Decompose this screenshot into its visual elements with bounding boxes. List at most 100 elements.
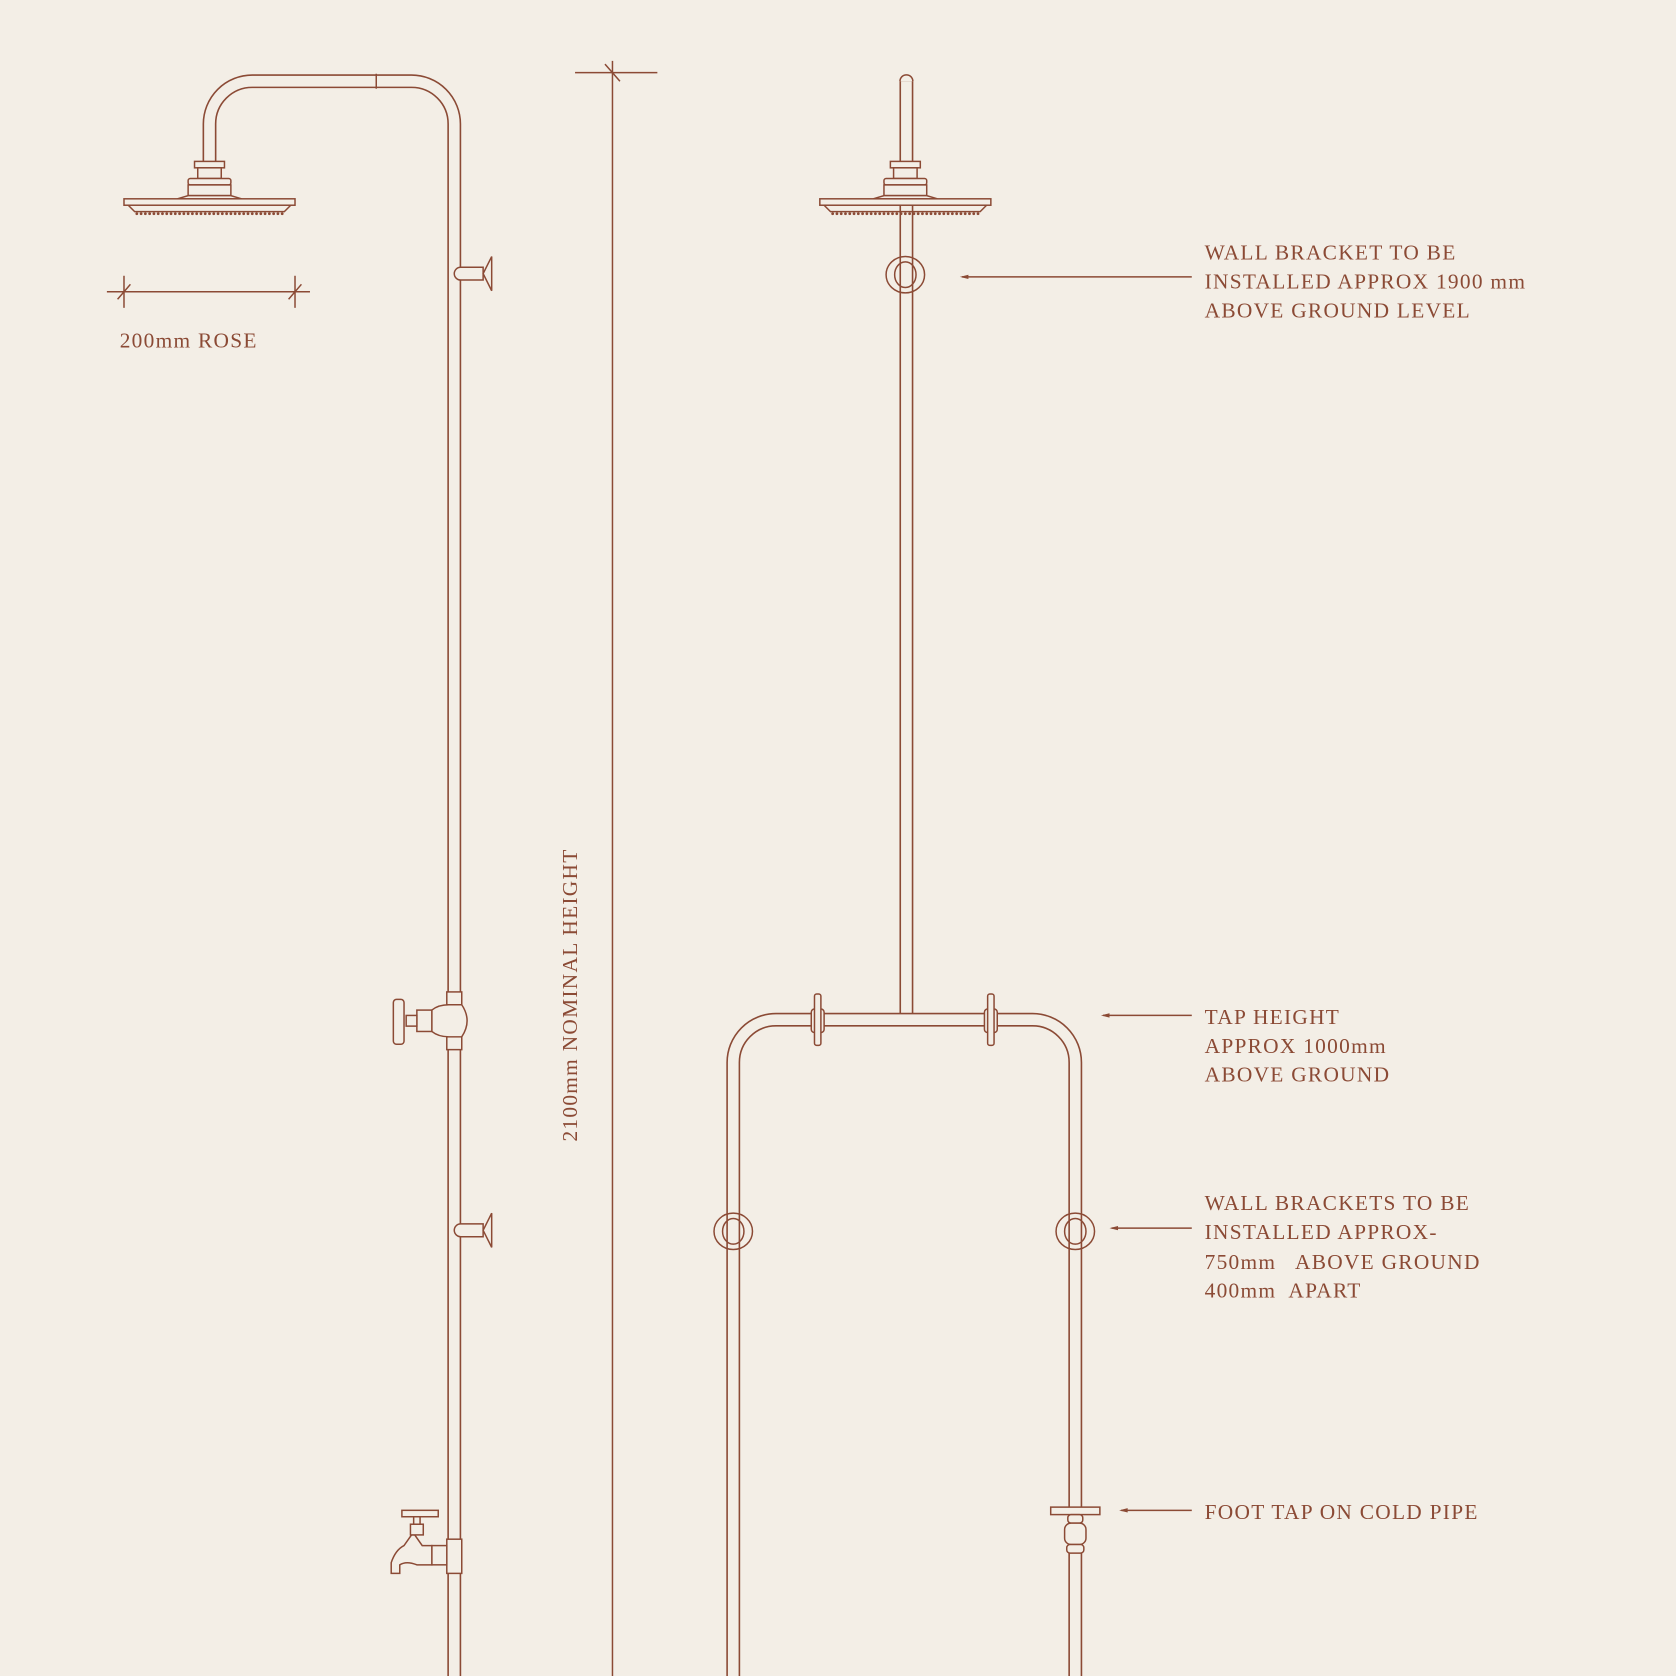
wall-bracket — [453, 1212, 493, 1248]
spray-nozzle — [173, 212, 177, 216]
spray-nozzle — [229, 212, 233, 216]
spray-nozzle — [861, 212, 864, 216]
bib-tap — [390, 1509, 463, 1575]
spray-nozzle — [148, 212, 152, 216]
spray-nozzle — [280, 212, 284, 216]
riser-pipe — [202, 74, 462, 1676]
spray-nozzle — [178, 212, 181, 216]
wall-bracket-top-note: WALL BRACKET TO BE INSTALLED APPROX 1900… — [1205, 241, 1527, 323]
spray-nozzle — [839, 212, 843, 216]
spray-nozzle — [152, 212, 156, 216]
spray-nozzle — [869, 212, 873, 216]
spray-nozzle — [238, 212, 241, 216]
spray-nozzle — [255, 212, 258, 216]
spray-nozzle — [199, 212, 203, 216]
svg-text:ABOVE GROUND LEVEL: ABOVE GROUND LEVEL — [1205, 298, 1471, 322]
spray-nozzle — [848, 212, 852, 216]
spray-nozzle — [191, 212, 194, 216]
svg-text:400mm APART: 400mm APART — [1205, 1279, 1362, 1303]
spray-nozzle — [195, 212, 199, 216]
spray-nozzle — [959, 212, 963, 216]
svg-text:WALL BRACKET TO BE: WALL BRACKET TO BE — [1205, 241, 1457, 265]
spray-nozzle — [246, 212, 250, 216]
spray-nozzle — [856, 212, 860, 216]
spray-nozzle — [891, 212, 894, 216]
side-elevation: 200mm ROSE — [106, 73, 493, 1676]
spray-nozzle — [212, 212, 216, 216]
notes: WALL BRACKET TO BE INSTALLED APPROX 1900… — [959, 241, 1527, 1524]
ring-bracket — [713, 1212, 754, 1251]
shower-rose — [123, 160, 296, 216]
spray-nozzle — [874, 212, 877, 216]
height-dimension: 2100mm NOMINAL HEIGHT — [558, 60, 658, 1676]
svg-text:TAP HEIGHT: TAP HEIGHT — [1205, 1005, 1341, 1029]
spray-nozzle — [908, 212, 912, 216]
spray-nozzle — [161, 212, 164, 216]
spray-nozzle — [895, 212, 899, 216]
spray-nozzle — [921, 212, 924, 216]
wall-brackets-low-note: WALL BRACKETS TO BE INSTALLED APPROX- 75… — [1205, 1191, 1481, 1303]
spray-nozzle — [182, 212, 186, 216]
hot-valve — [810, 993, 825, 1047]
spray-nozzle — [267, 212, 271, 216]
ring-bracket — [1055, 1212, 1096, 1251]
svg-text:750mm ABOVE GROUND: 750mm ABOVE GROUND — [1205, 1250, 1481, 1274]
rose-label: 200mm ROSE — [120, 328, 258, 352]
spray-nozzle — [225, 212, 228, 216]
spray-nozzle — [844, 212, 847, 216]
spray-nozzle — [886, 212, 890, 216]
svg-text:INSTALLED APPROX-: INSTALLED APPROX- — [1205, 1220, 1438, 1244]
spray-nozzle — [972, 212, 976, 216]
spray-nozzle — [946, 212, 950, 216]
spray-nozzle — [250, 212, 254, 216]
spray-nozzle — [135, 212, 139, 216]
svg-text:WALL BRACKETS TO BE: WALL BRACKETS TO BE — [1205, 1191, 1470, 1215]
spray-nozzle — [929, 212, 933, 216]
spray-nozzle — [263, 212, 267, 216]
spray-nozzle — [835, 212, 839, 216]
spray-nozzle — [852, 212, 856, 216]
spray-nozzle — [242, 212, 246, 216]
spray-nozzle — [878, 212, 882, 216]
spray-nozzle — [938, 212, 941, 216]
svg-text:ABOVE GROUND: ABOVE GROUND — [1205, 1063, 1391, 1087]
height-label: 2100mm NOMINAL HEIGHT — [558, 848, 582, 1141]
spray-nozzle — [942, 212, 946, 216]
spray-nozzle — [882, 212, 886, 216]
spray-nozzle — [968, 212, 971, 216]
spray-nozzle — [186, 212, 190, 216]
spray-nozzle — [955, 212, 959, 216]
tap-frame-pipe — [726, 1012, 1083, 1676]
spray-nozzle — [216, 212, 220, 216]
spray-nozzle — [925, 212, 929, 216]
spray-nozzle — [169, 212, 173, 216]
ring-bracket — [885, 255, 926, 294]
wall-bracket — [453, 256, 493, 292]
spray-nozzle — [203, 212, 207, 216]
svg-text:INSTALLED APPROX 1900 mm: INSTALLED APPROX 1900 mm — [1205, 270, 1527, 294]
spray-nozzle — [963, 212, 967, 216]
spray-nozzle — [976, 212, 980, 216]
spray-nozzle — [139, 212, 143, 216]
spray-nozzle — [950, 212, 954, 216]
spray-nozzle — [916, 212, 920, 216]
front-elevation — [713, 74, 1101, 1676]
spray-nozzle — [933, 212, 937, 216]
spray-nozzle — [865, 212, 869, 216]
cold-valve — [983, 993, 999, 1047]
mixer-valve — [392, 991, 468, 1051]
spray-nozzle — [233, 212, 237, 216]
spray-nozzle — [165, 212, 169, 216]
shower-rose — [819, 160, 992, 216]
spray-nozzle — [208, 212, 211, 216]
rose-dimension: 200mm ROSE — [106, 275, 310, 352]
spray-nozzle — [156, 212, 160, 216]
foot-tap-note: FOOT TAP ON COLD PIPE — [1205, 1500, 1479, 1524]
spray-nozzle — [272, 212, 276, 216]
spray-nozzle — [259, 212, 263, 216]
spray-nozzle — [903, 212, 907, 216]
spray-nozzle — [276, 212, 280, 216]
spray-nozzle — [912, 212, 916, 216]
spray-nozzle — [220, 212, 224, 216]
